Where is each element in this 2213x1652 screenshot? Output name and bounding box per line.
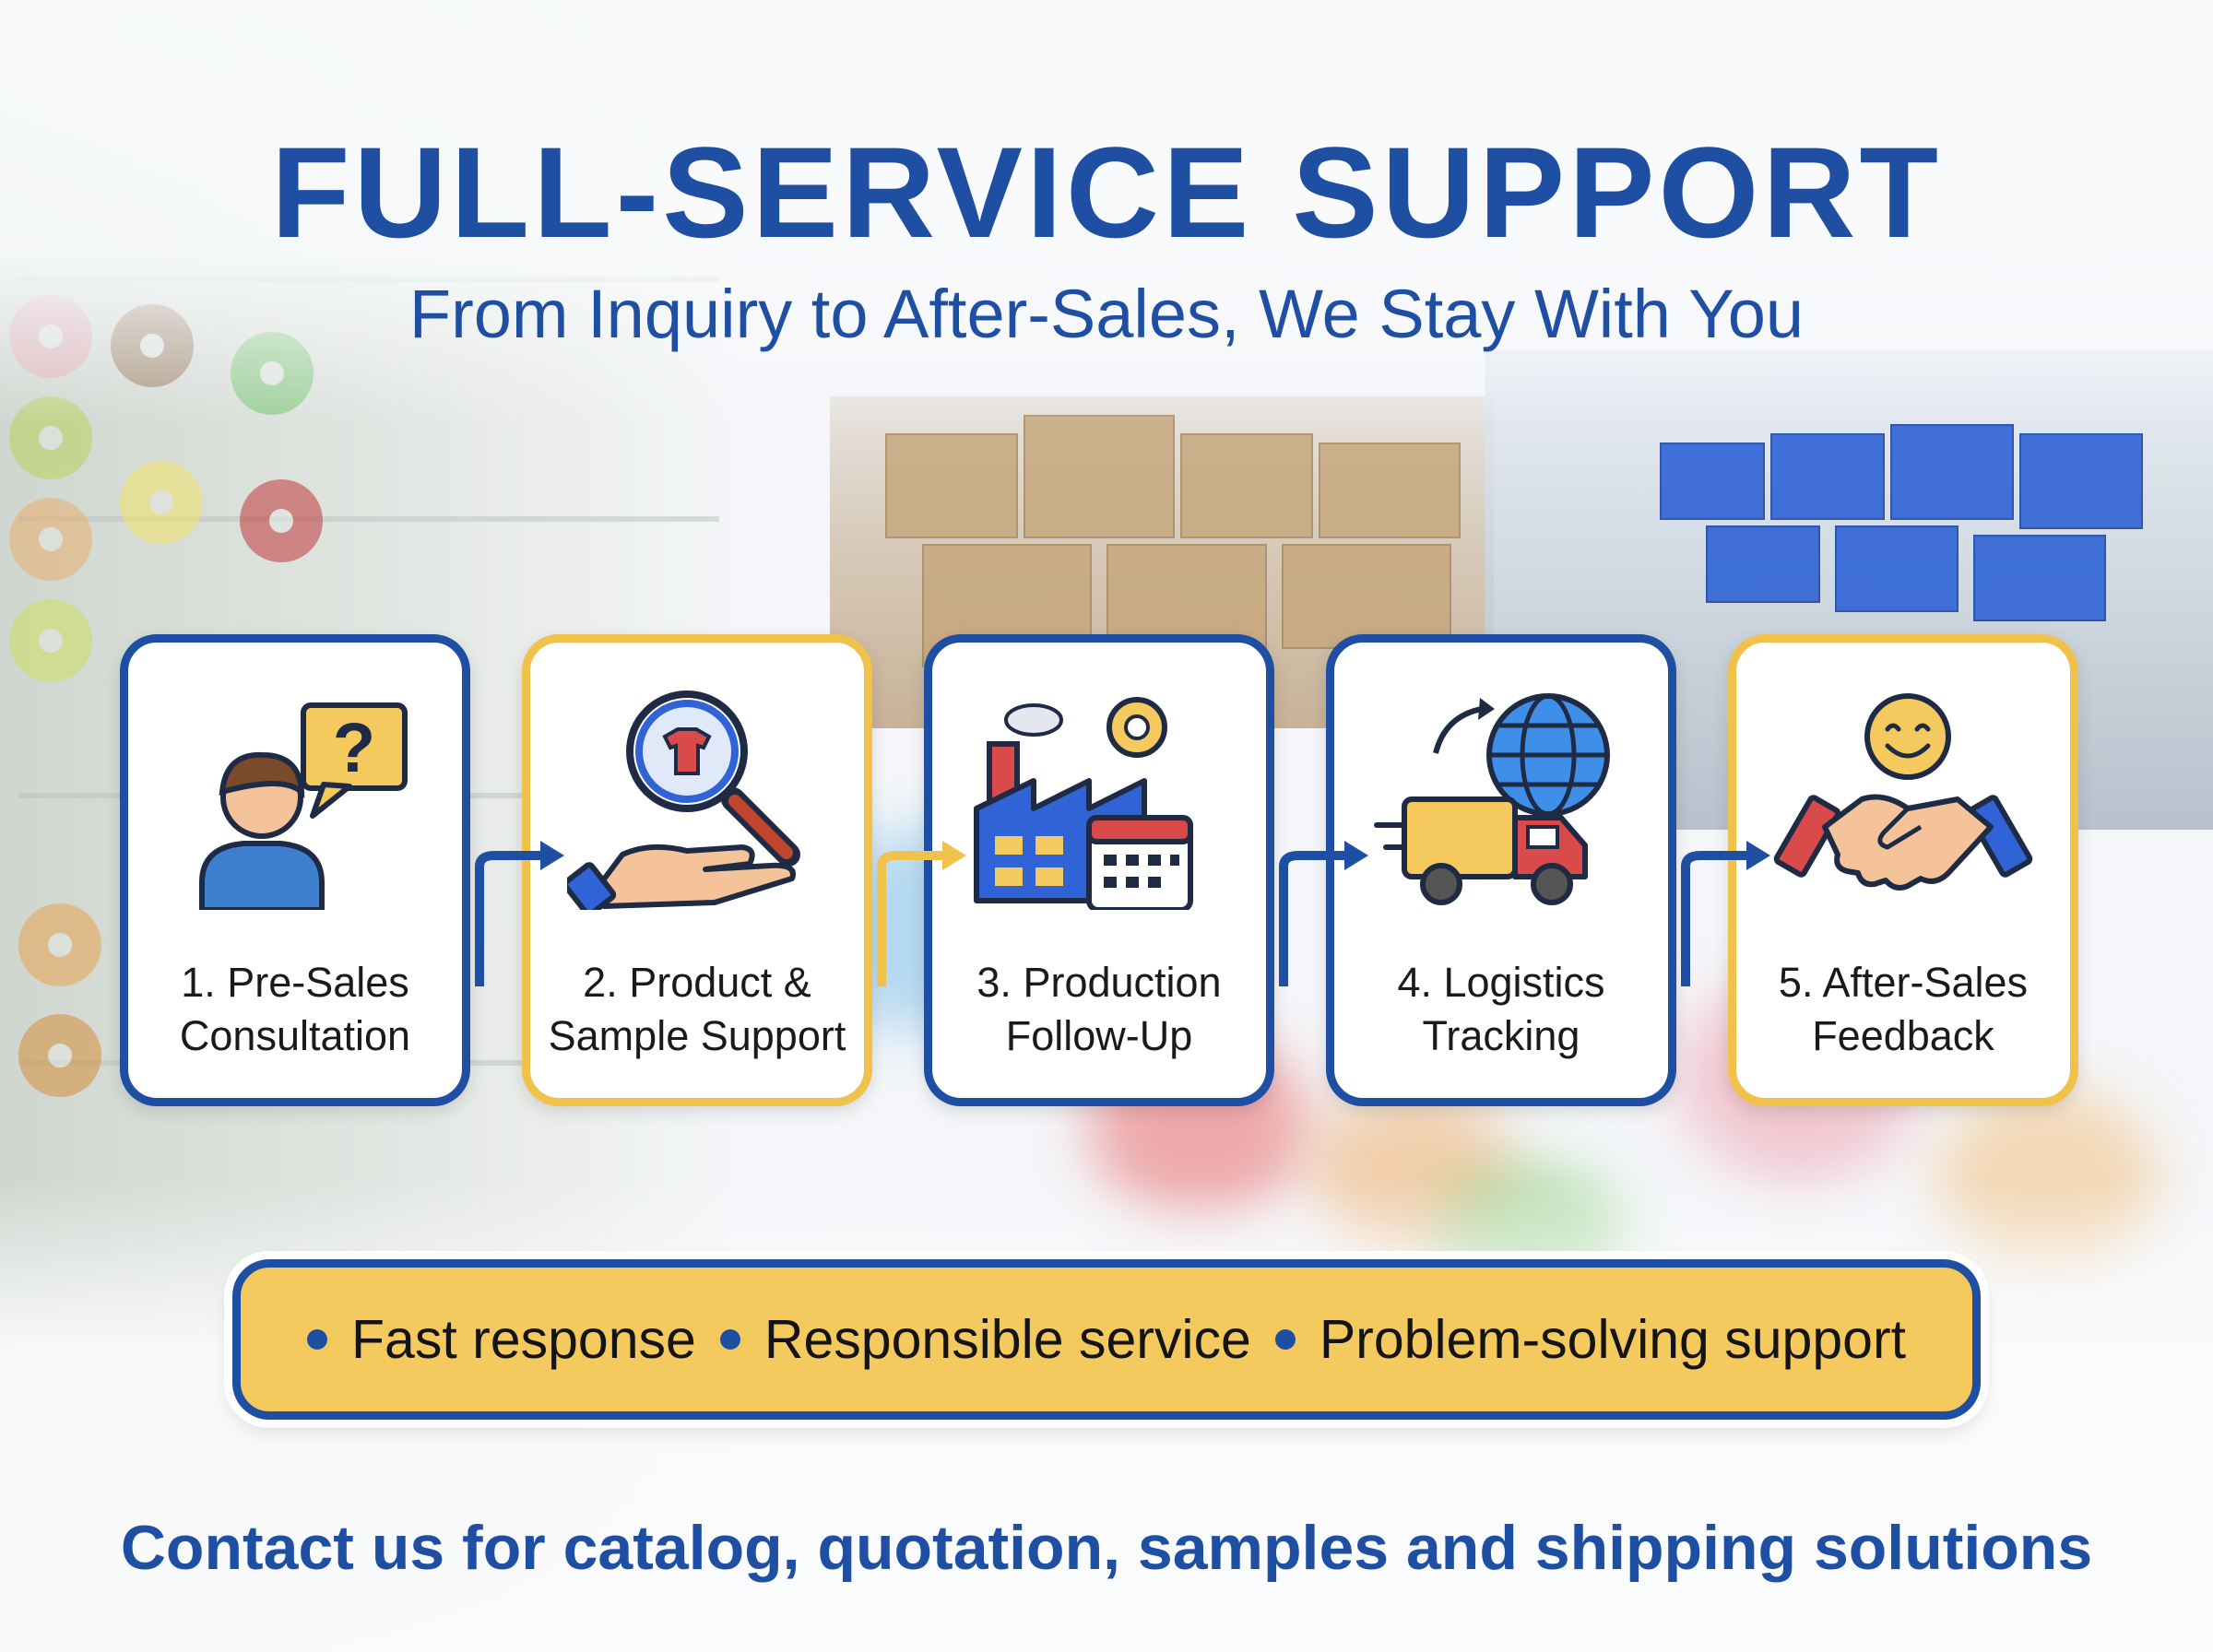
top-fade-overlay [0, 0, 2213, 424]
bullet-dot-icon [306, 1329, 327, 1350]
svg-text:?: ? [333, 709, 375, 787]
highlight-text: Fast response [350, 1309, 696, 1370]
step-label: 3. Production Follow-Up [976, 959, 1222, 1059]
donut-toy [240, 479, 323, 562]
page-title: FULL-SERVICE SUPPORT [270, 120, 1943, 265]
blue-crate [1973, 535, 2106, 621]
blue-crate [1660, 442, 1765, 520]
step-label: 2. Product & Sample Support [548, 959, 846, 1059]
donut-toy [9, 498, 92, 581]
donut-toy [18, 903, 101, 986]
step-label: 4. Logistics Tracking [1397, 959, 1605, 1059]
blue-crate [2019, 433, 2143, 529]
donut-toy [9, 599, 92, 682]
product-search-icon [567, 690, 800, 910]
carton-box [885, 433, 1018, 538]
highlight-item: Problem-solving support [1274, 1308, 1907, 1371]
flow-arrow-icon [1681, 841, 1770, 986]
highlight-text: Responsible service [763, 1309, 1251, 1370]
blue-crate [1770, 433, 1885, 520]
handshake-smile-icon [1773, 693, 2033, 891]
blue-crate [1890, 424, 2014, 520]
flow-arrow-icon [1279, 841, 1368, 986]
flow-arrow-icon [475, 841, 564, 986]
donut-toy [120, 461, 203, 544]
highlights-banner: Fast response Responsible service Proble… [232, 1259, 1981, 1420]
blue-crate [1706, 525, 1820, 603]
donut-toy [18, 1014, 101, 1097]
step-card-after-sales: 5. After-Sales Feedback [1728, 634, 2078, 1106]
highlight-text: Problem-solving support [1319, 1309, 1907, 1370]
step-card-pre-sales: ? 1. Pre-Sales Consultation [120, 634, 470, 1106]
shelf-line [18, 516, 719, 522]
carton-box [1319, 442, 1461, 538]
blue-crate [1835, 525, 1959, 612]
step-label: 5. After-Sales Feedback [1778, 959, 2029, 1059]
carton-box [1282, 544, 1451, 649]
bullet-dot-icon [719, 1329, 740, 1350]
page-subtitle: From Inquiry to After-Sales, We Stay Wit… [408, 276, 1805, 352]
carton-box [1024, 415, 1175, 538]
step-card-logistics: 4. Logistics Tracking [1326, 634, 1676, 1106]
step-label: 1. Pre-Sales Consultation [179, 959, 411, 1059]
consultation-question-icon: ? [199, 702, 408, 910]
highlight-item: Responsible service [719, 1308, 1251, 1371]
flow-arrow-icon [877, 841, 966, 986]
delivery-truck-globe-icon [1374, 693, 1610, 905]
carton-box [1180, 433, 1313, 538]
step-card-production: 3. Production Follow-Up [924, 634, 1274, 1106]
contact-call-to-action: Contact us for catalog, quotation, sampl… [120, 1513, 2093, 1583]
bullet-dot-icon [1274, 1329, 1296, 1350]
factory-calendar-icon [974, 697, 1193, 910]
step-card-product-sample: 2. Product & Sample Support [522, 634, 872, 1106]
highlight-item: Fast response [306, 1308, 696, 1371]
